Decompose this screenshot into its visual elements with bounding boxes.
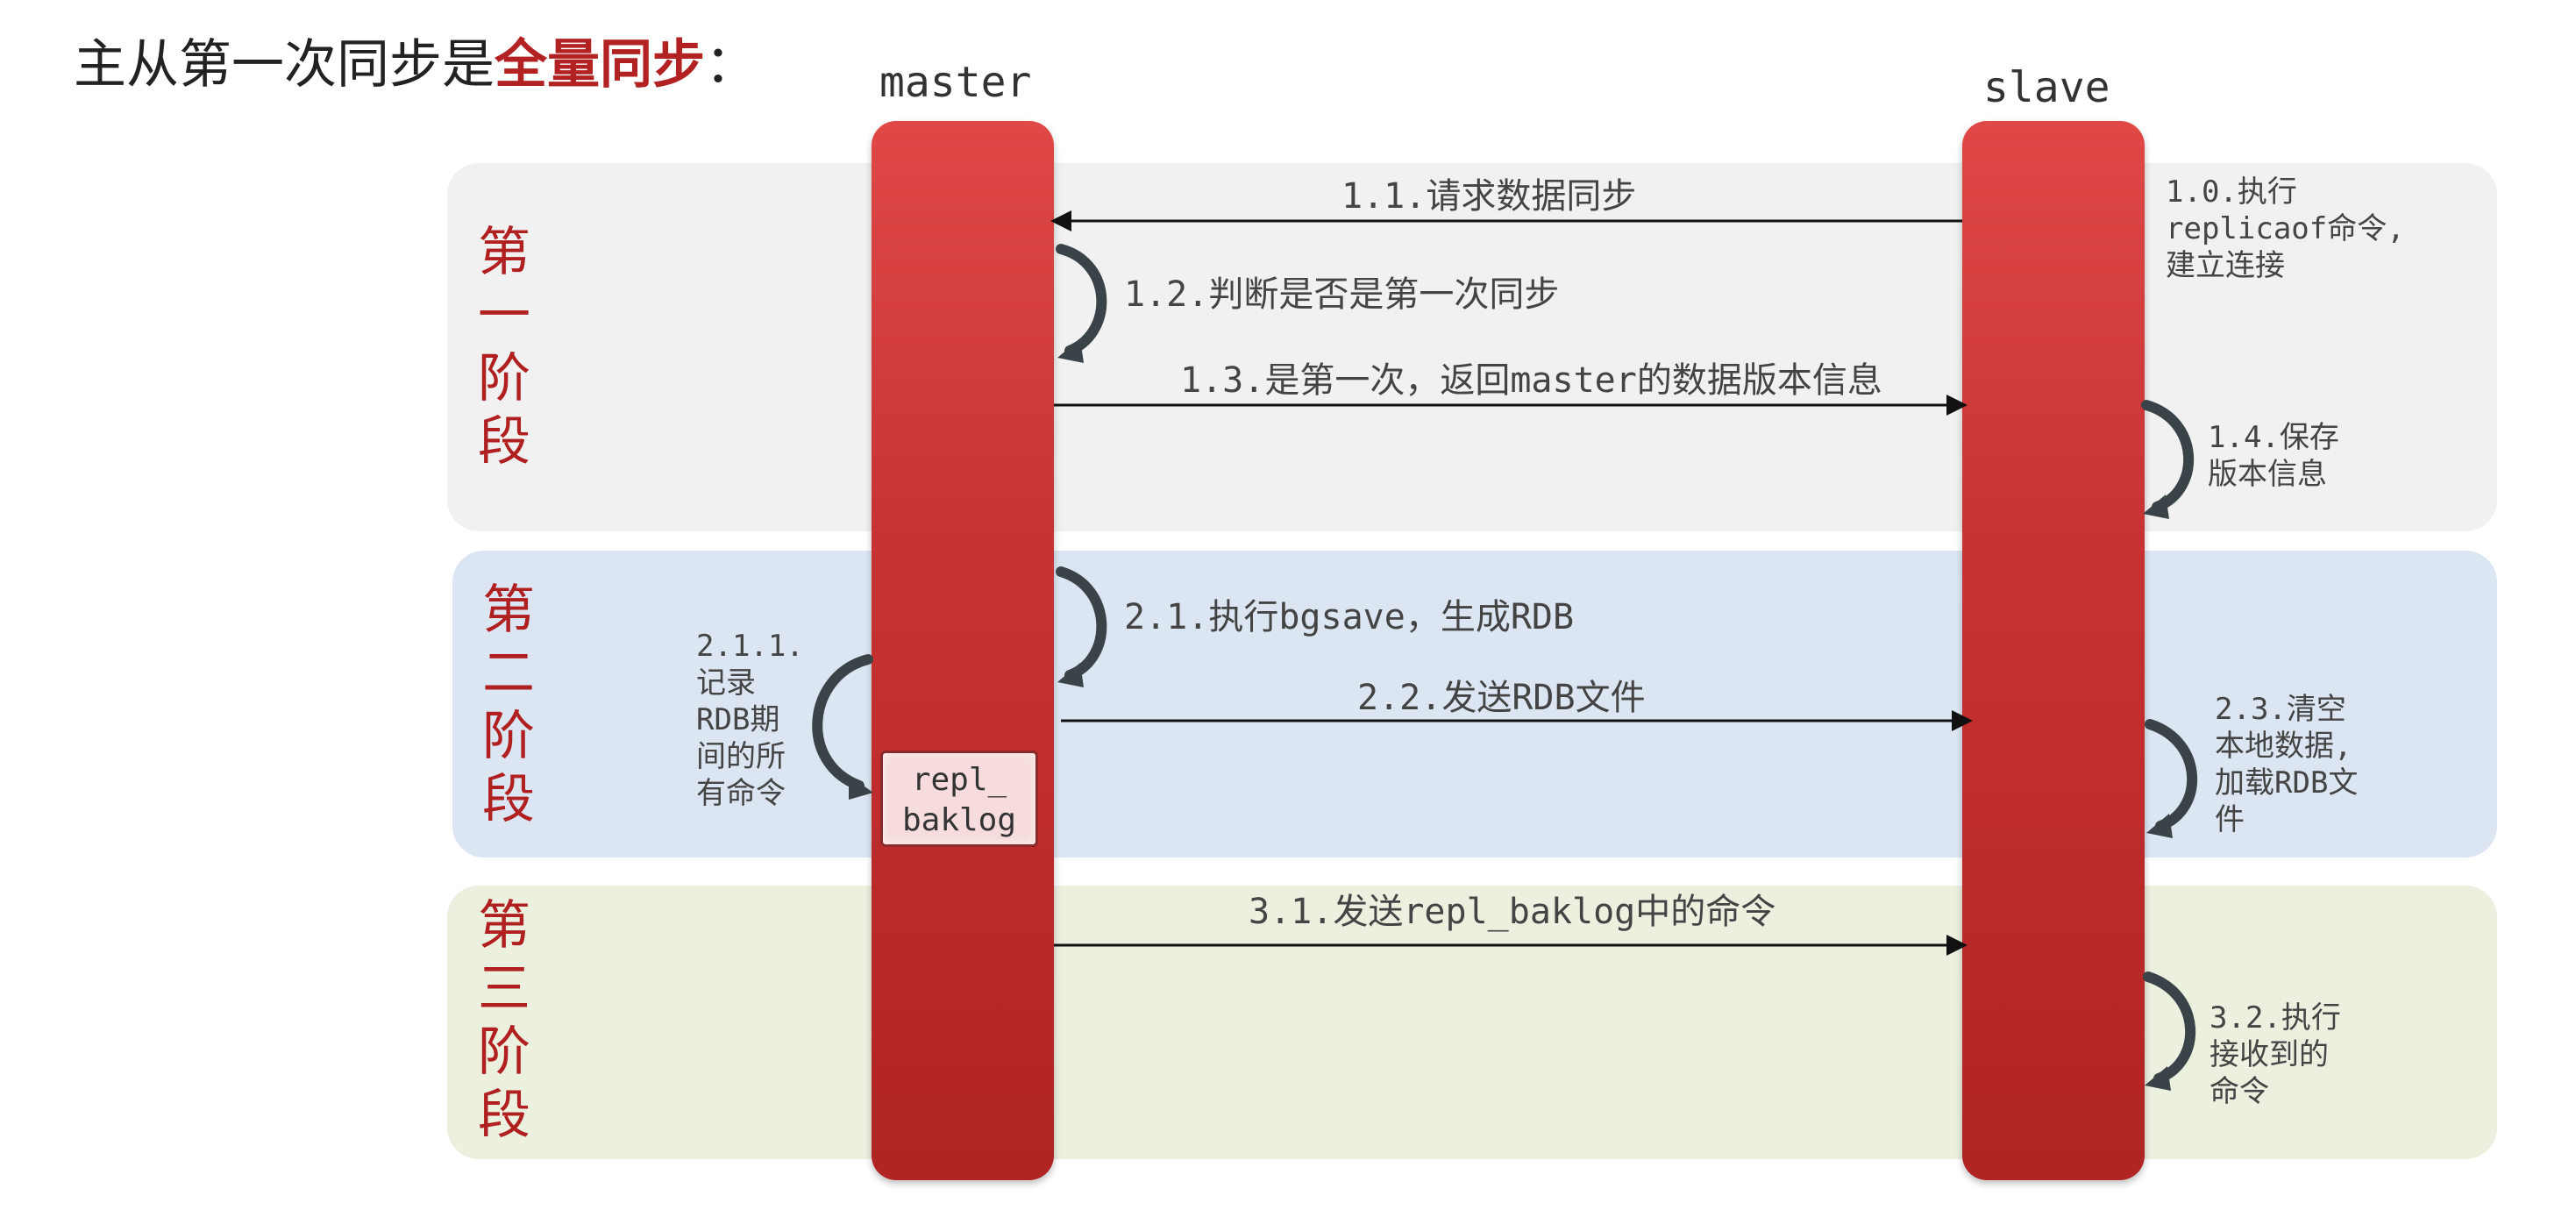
phase-char: 一	[478, 285, 530, 346]
phase-three-label: 第 三 阶 段	[469, 894, 539, 1147]
loop-2-3-head	[2146, 814, 2173, 838]
repl-baklog-buffer: repl_ baklog	[880, 751, 1038, 847]
title-suffix: ：	[705, 34, 758, 96]
phase-two-label: 第 二 阶 段	[473, 579, 544, 831]
step-3-2-note: 3.2.执行 接收到的 命令	[2210, 1000, 2341, 1109]
loop-3-2	[2143, 971, 2196, 1084]
phase-char: 段	[478, 411, 530, 473]
step-1-0-note: 1.0.执行 replicaof命令, 建立连接	[2166, 174, 2405, 283]
title-highlight: 全量同步	[495, 34, 705, 96]
phase-one-label: 第 一 阶 段	[469, 221, 539, 473]
phase-char: 阶	[482, 706, 535, 767]
phase-three-band	[447, 886, 2497, 1159]
loop-1-4-head	[2143, 495, 2169, 519]
phase-char: 第	[482, 580, 535, 641]
slave-lifeline	[1962, 121, 2145, 1180]
self-loop-arrowheads	[849, 338, 2173, 1091]
step-2-3-note: 2.3.清空 本地数据, 加载RDB文 件	[2215, 692, 2359, 837]
phase-char: 段	[478, 1085, 530, 1146]
step-2-1-1-note: 2.1.1. 记录 RDB期 间的所 有命令	[696, 629, 804, 811]
phase-char: 二	[482, 643, 535, 704]
loop-2-1	[1056, 566, 1107, 680]
step-2-1-label: 2.1.执行bgsave，生成RDB	[1124, 597, 1575, 637]
loop-1-2	[1056, 244, 1107, 356]
phase-char: 第	[478, 895, 530, 957]
phase-two-band	[452, 551, 2497, 858]
title-prefix: 主从第一次同步是	[74, 34, 495, 96]
phase-char: 阶	[478, 1021, 530, 1083]
phase-char: 三	[478, 958, 530, 1020]
step-1-1-label: 1.1.请求数据同步	[1341, 176, 1637, 217]
step-1-4-note: 1.4.保存 版本信息	[2208, 420, 2339, 492]
loop-3-2-head	[2145, 1066, 2171, 1091]
loop-2-1-1-head	[849, 775, 873, 800]
phase-one-band	[447, 163, 2497, 531]
phase-char: 阶	[478, 348, 530, 409]
page-title: 主从第一次同步是全量同步：	[74, 33, 758, 96]
master-lane-label: master	[879, 58, 1032, 107]
step-1-3-label: 1.3.是第一次，返回master的数据版本信息	[1180, 360, 1882, 401]
step-1-2-label: 1.2.判断是否是第一次同步	[1124, 274, 1560, 315]
loop-1-2-head	[1057, 338, 1084, 363]
step-2-2-label: 2.2.发送RDB文件	[1357, 678, 1646, 718]
phase-char: 段	[482, 769, 535, 830]
master-lifeline	[872, 121, 1054, 1180]
loop-2-3	[2145, 719, 2198, 831]
loop-2-1-head	[1057, 663, 1084, 687]
self-loop-arrows	[812, 244, 2198, 1084]
step-3-1-label: 3.1.发送repl_baklog中的命令	[1249, 892, 1776, 932]
phase-char: 第	[478, 222, 530, 283]
slave-lane-label: slave	[1983, 63, 2110, 112]
loop-2-1-1	[812, 654, 873, 791]
loop-1-4	[2141, 400, 2195, 512]
